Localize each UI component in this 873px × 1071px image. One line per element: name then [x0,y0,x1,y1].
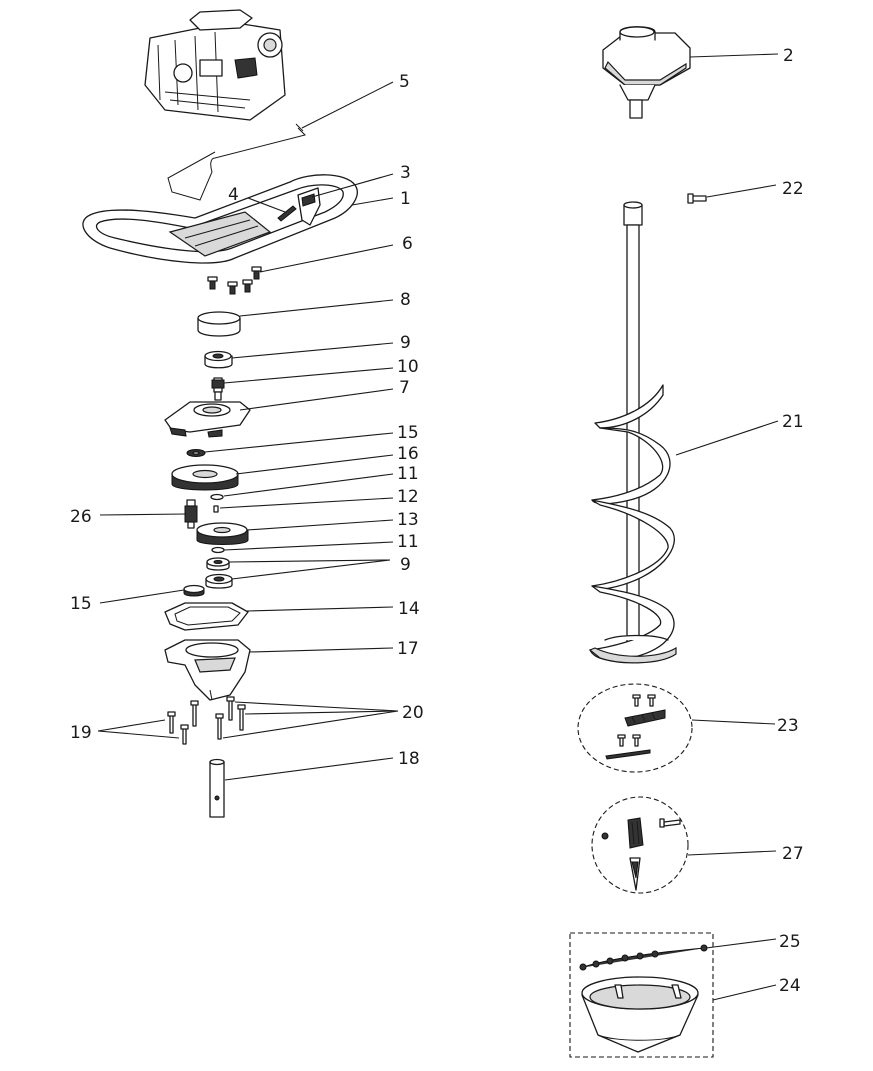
callout-27: 27 [782,844,804,864]
callout-6: 6 [402,234,413,254]
callout-11-lower: 11 [397,532,419,552]
output-shaft-part [209,758,225,818]
lower-housing-part [164,639,251,701]
callout-22: 22 [782,179,804,199]
large-gear-part [171,464,239,491]
callout-15-top: 15 [397,423,419,443]
washer-lower-part [183,584,205,597]
key-part [213,505,219,513]
callout-numbers: 1 2 3 4 5 6 7 8 9 10 15 16 11 12 26 13 1… [70,46,804,996]
callout-1: 1 [400,189,411,209]
bearing-lower-part [205,557,233,589]
leader-lines [97,53,779,1001]
gearbox-assembly-part [602,26,691,119]
callout-23: 23 [777,716,799,736]
washer-top-part [186,449,206,457]
base-kit-part [569,932,714,1058]
callout-13: 13 [397,510,419,530]
callout-9-top: 9 [400,333,411,353]
callout-25: 25 [779,932,801,952]
pinion-shaft-part [211,377,225,401]
snap-ring-lower-part [211,546,225,554]
auger-bolt-part [687,193,707,204]
engine-part [144,9,286,121]
callout-16: 16 [397,444,419,464]
point-kit-part [591,796,689,894]
callout-12: 12 [397,487,419,507]
blade-kit-part [577,683,693,773]
callout-4: 4 [228,185,239,205]
handle-frame-part [82,174,358,264]
intermediate-pinion-part [184,499,198,529]
housing-bolts-part [167,696,246,745]
clutch-ring-part [197,311,241,337]
drive-gear-part [196,522,249,545]
callout-2: 2 [783,46,794,66]
callout-20: 20 [402,703,424,723]
callout-3: 3 [400,163,411,183]
callout-9-lower: 9 [400,555,411,575]
screws-part [207,266,262,295]
callout-18: 18 [398,749,420,769]
throttle-rod-part [167,123,306,201]
callout-8: 8 [400,290,411,310]
callout-21: 21 [782,412,804,432]
trigger-pin-part [277,205,297,222]
upper-housing-part [164,401,251,438]
callout-11-top: 11 [397,464,419,484]
gasket-part [164,602,249,631]
callout-14: 14 [398,599,420,619]
auger-part [588,201,677,664]
callout-15-lower: 15 [70,594,92,614]
callout-10: 10 [397,357,419,377]
throttle-trigger-part [297,187,321,226]
callout-26: 26 [70,507,92,527]
callout-17: 17 [397,639,419,659]
snap-ring-upper-part [210,493,224,501]
callout-19: 19 [70,723,92,743]
callout-5: 5 [399,72,410,92]
callout-24: 24 [779,976,801,996]
bearing-top-part [204,350,233,369]
callout-7: 7 [399,378,410,398]
